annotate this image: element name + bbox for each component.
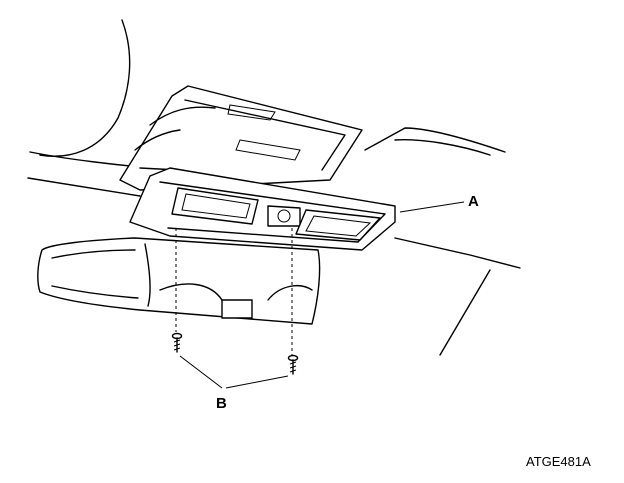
leader-line-a: [399, 201, 465, 213]
figure-code: ATGE481A: [526, 454, 591, 469]
callout-label-b: B: [216, 395, 227, 412]
overhead-console-bezel: [129, 167, 396, 251]
leader-line-b-left: [179, 355, 223, 389]
screw-right: [287, 354, 299, 375]
screw-left: [171, 332, 183, 353]
headliner-outline: [27, 19, 521, 356]
callout-label-a: A: [468, 193, 479, 210]
leader-line-b-right: [225, 375, 289, 389]
lamp-housing: [119, 85, 363, 191]
sunglasses-holder: [37, 237, 321, 325]
